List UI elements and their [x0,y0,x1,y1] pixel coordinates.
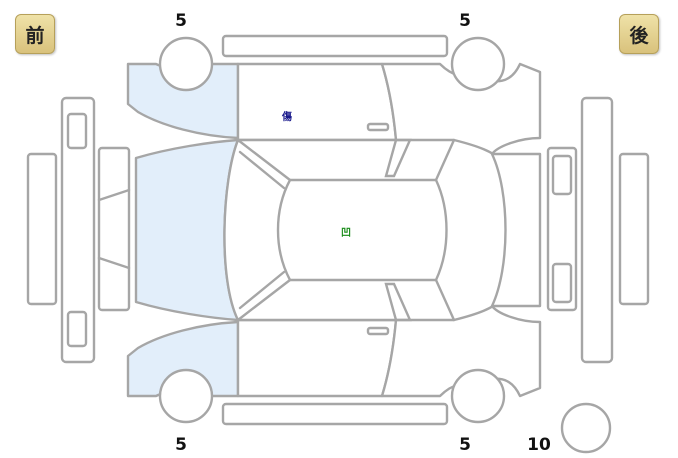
trunk[interactable] [490,152,542,308]
tire-spare[interactable] [560,402,612,454]
tire-tread-front-left: 5 [175,11,187,31]
left-side-rail-top[interactable] [221,34,449,58]
rear-bumper[interactable] [580,96,614,364]
front-bumper[interactable] [60,96,96,364]
damage-mark-scratch[interactable]: 傷 [281,110,292,123]
tire-tread-spare: 10 [527,435,551,455]
rear-lamp-top [551,154,573,196]
tire-front-left[interactable] [158,36,214,92]
hood[interactable] [134,138,240,322]
left-side-rail-bottom[interactable] [221,402,449,426]
rear-right-door-handle [366,326,390,336]
front-grille[interactable] [97,146,131,312]
tire-tread-rear-right: 5 [459,435,471,455]
front-bumper-left[interactable] [26,152,58,306]
rear-direction-badge: 後 [619,14,659,54]
front-lamp-top [66,112,88,150]
tire-tread-rear-left: 5 [459,11,471,31]
front-direction-badge: 前 [15,14,55,54]
rear-lamp-bottom [551,262,573,304]
rear-bumper-right[interactable] [618,152,650,306]
front-left-door[interactable] [236,62,398,142]
rear-panel[interactable] [546,146,578,312]
front-lamp-bottom [66,310,88,348]
tire-front-right[interactable] [158,368,214,424]
tire-tread-front-right: 5 [175,435,187,455]
tire-rear-right[interactable] [450,368,506,424]
damage-mark-dent[interactable]: 凹 [341,227,351,239]
rear-quarter-glass-top [384,138,412,178]
tire-rear-left[interactable] [450,36,506,92]
front-right-door[interactable] [236,318,398,398]
rear-left-door-handle [366,122,390,132]
rear-quarter-glass-bottom [384,282,412,322]
roof[interactable] [276,178,448,282]
